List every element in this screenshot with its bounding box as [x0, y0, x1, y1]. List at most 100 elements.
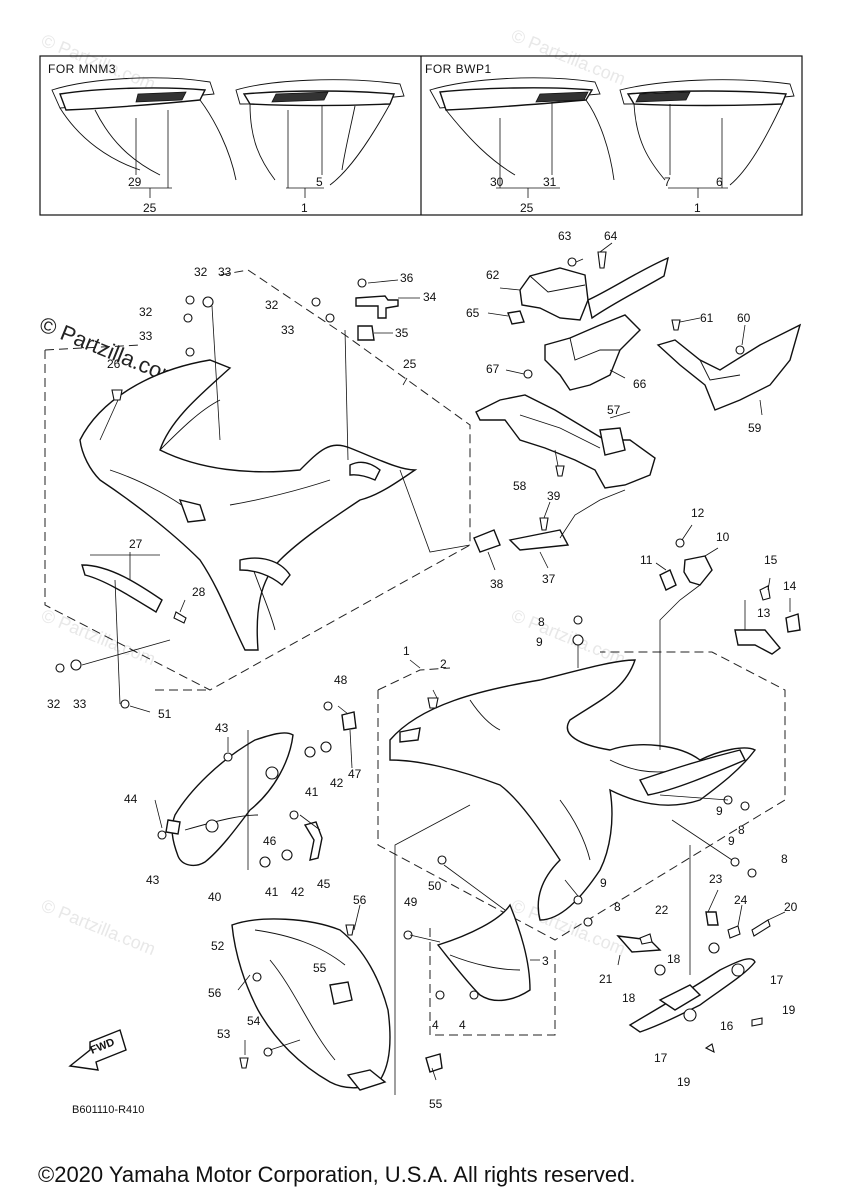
part-number-25: 25 — [403, 357, 417, 371]
callout-30: 30 — [490, 175, 504, 189]
part-number-12: 12 — [691, 506, 705, 520]
part-number-55: 55 — [313, 961, 327, 975]
part-number-8: 8 — [614, 900, 621, 914]
part-number-53: 53 — [217, 1027, 231, 1041]
bracket-34 — [311, 278, 420, 461]
part-number-33: 33 — [281, 323, 295, 337]
part-number-39: 39 — [547, 489, 561, 503]
part-number-2: 2 — [440, 657, 447, 671]
part-number-60: 60 — [737, 311, 751, 325]
watermark: © Partzilla.com — [509, 605, 629, 669]
part-number-3: 3 — [542, 954, 549, 968]
panel-52 — [231, 804, 471, 1095]
part-number-10: 10 — [716, 530, 730, 544]
part-number-38: 38 — [490, 577, 504, 591]
part-number-19: 19 — [782, 1003, 796, 1017]
callout-6: 6 — [716, 175, 723, 189]
callout-5: 5 — [316, 175, 323, 189]
part-number-8: 8 — [538, 615, 545, 629]
part-number-9: 9 — [536, 635, 543, 649]
part-number-4: 4 — [432, 1018, 439, 1032]
part-number-32: 32 — [265, 298, 279, 312]
part-number-57: 57 — [607, 403, 621, 417]
part-number-33: 33 — [139, 329, 153, 343]
part-number-40: 40 — [208, 890, 222, 904]
part-number-52: 52 — [211, 939, 225, 953]
part-number-49: 49 — [404, 895, 418, 909]
part-number-17: 17 — [770, 973, 784, 987]
part-number-44: 44 — [124, 792, 138, 806]
bracket-57 — [475, 394, 656, 489]
part-number-9: 9 — [600, 876, 607, 890]
part-number-16: 16 — [720, 1019, 734, 1033]
part-number-62: 62 — [486, 268, 500, 282]
part-number-56: 56 — [353, 893, 367, 907]
callout-25: 25 — [520, 201, 534, 215]
part-number-42: 42 — [330, 776, 344, 790]
bracket-16 — [616, 845, 786, 1054]
part-number-56: 56 — [208, 986, 222, 1000]
inset-left-decals — [51, 77, 405, 198]
part-number-33: 33 — [218, 265, 232, 279]
bracket-62 — [487, 242, 669, 325]
part-number-55: 55 — [429, 1097, 443, 1111]
part-number-65: 65 — [466, 306, 480, 320]
part-number-15: 15 — [764, 553, 778, 567]
part-number-27: 27 — [129, 537, 143, 551]
part-number-50: 50 — [428, 879, 442, 893]
bracket-59 — [656, 317, 802, 416]
part-number-22: 22 — [655, 903, 669, 917]
part-number-11: 11 — [640, 553, 653, 567]
part-number-18: 18 — [667, 952, 681, 966]
part-number-1: 1 — [403, 644, 410, 658]
panel-40 — [154, 701, 357, 870]
part-number-18: 18 — [622, 991, 636, 1005]
part-number-34: 34 — [423, 290, 437, 304]
part-number-19: 19 — [677, 1075, 691, 1089]
part-number-58: 58 — [513, 479, 527, 493]
part-number-14: 14 — [783, 579, 797, 593]
part-number-9: 9 — [728, 834, 735, 848]
part-number-23: 23 — [709, 872, 723, 886]
part-number-43: 43 — [215, 721, 229, 735]
panel-3 — [403, 855, 556, 1036]
part-number-32: 32 — [47, 697, 61, 711]
part-number-8: 8 — [781, 852, 788, 866]
callout-25: 25 — [143, 201, 157, 215]
inset-title-right: FOR BWP1 — [425, 62, 492, 76]
part-number-47: 47 — [348, 767, 362, 781]
part-number-4: 4 — [459, 1018, 466, 1032]
callout-7: 7 — [664, 175, 671, 189]
bracket-37 — [399, 469, 626, 571]
fasteners-8-9 — [564, 794, 757, 927]
part-number-21: 21 — [599, 972, 613, 986]
part-number-46: 46 — [263, 834, 277, 848]
part-number-67: 67 — [486, 362, 500, 376]
part-number-41: 41 — [265, 885, 279, 899]
part-number-48: 48 — [334, 673, 348, 687]
part-number-20: 20 — [784, 900, 798, 914]
part-number-35: 35 — [395, 326, 409, 340]
part-number-63: 63 — [558, 229, 572, 243]
fwd-arrow: FWD — [68, 1029, 127, 1071]
part-number-43: 43 — [146, 873, 160, 887]
watermark: © Partzilla.com — [509, 25, 629, 89]
diagram-code: B601110-R410 — [72, 1104, 144, 1116]
part-number-32: 32 — [139, 305, 153, 319]
part-number-9: 9 — [716, 804, 723, 818]
part-number-13: 13 — [757, 606, 771, 620]
part-number-8: 8 — [738, 823, 745, 837]
part-number-41: 41 — [305, 785, 319, 799]
watermark: © Partzilla.com — [39, 895, 159, 959]
part-number-59: 59 — [748, 421, 762, 435]
copyright: ©2020 Yamaha Motor Corporation, U.S.A. A… — [38, 1162, 635, 1187]
part-number-42: 42 — [291, 885, 305, 899]
inset-box: FOR MNM3 FOR BWP1 — [39, 55, 803, 216]
part-number-17: 17 — [654, 1051, 668, 1065]
part-number-24: 24 — [734, 893, 748, 907]
part-number-54: 54 — [247, 1014, 261, 1028]
callout-31: 31 — [543, 175, 557, 189]
cowling-assembly-25 — [44, 269, 471, 713]
